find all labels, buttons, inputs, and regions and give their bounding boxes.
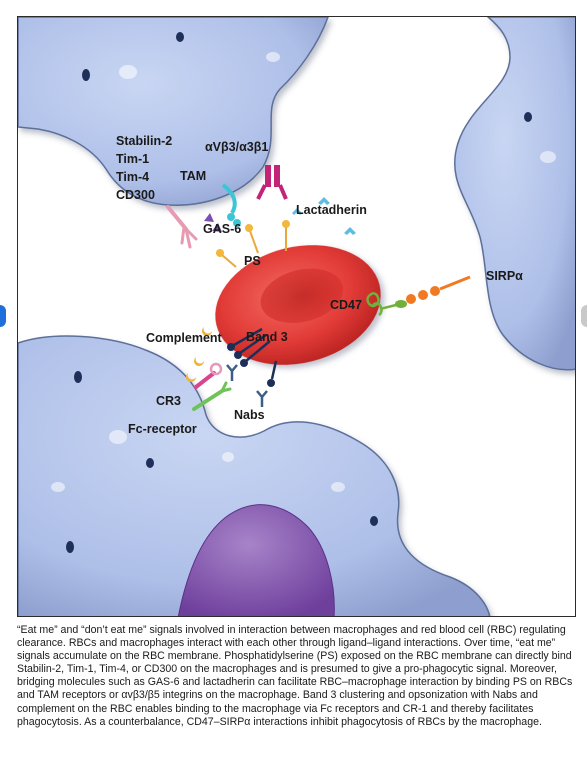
gas6-molecules [204,213,222,232]
macrophage-bottom [18,335,491,616]
label-cr3: CR3 [156,394,181,408]
nabs-antibodies [226,364,268,407]
cr3-receptor [194,362,223,389]
band3-cluster [233,327,278,380]
nucleus [177,504,335,616]
label-tim1: Tim-1 [116,152,149,166]
diagram-illustration: Stabilin-2 Tim-1 Tim-4 CD300 αVβ3/α3β1 T… [18,17,575,616]
figure-caption: “Eat me” and “don’t eat me” signals invo… [17,624,573,728]
label-ps: PS [244,254,261,268]
diagram-frame: Stabilin-2 Tim-1 Tim-4 CD300 αVβ3/α3β1 T… [17,16,576,617]
label-stabilin: Stabilin-2 [116,134,172,148]
label-fc-receptor: Fc-receptor [128,422,197,436]
highlights [51,52,556,492]
ps-heads [216,220,290,257]
label-band3: Band 3 [246,330,288,344]
macrophage-top-right [453,17,575,371]
organelles [66,32,532,553]
label-complement: Complement [146,331,223,345]
complement-molecules [186,327,212,383]
integrin-receptor [256,165,288,200]
label-nabs: Nabs [234,408,265,422]
label-lactadherin: Lactadherin [296,203,367,217]
label-sirpa: SIRPα [486,269,523,283]
cd47-sirpa [366,275,471,317]
label-tim4: Tim-4 [116,170,149,184]
previous-nav-button[interactable] [0,305,6,327]
fc-receptor [192,381,232,411]
lactadherin-molecules [292,197,356,235]
label-cd300: CD300 [116,188,155,202]
ps-molecules [221,227,287,268]
macrophage-top-left [18,17,329,206]
label-gas6: GAS-6 [203,222,241,236]
stabilin-receptor [166,205,198,249]
tam-receptor [221,183,241,227]
label-tam: TAM [180,169,206,183]
next-nav-button[interactable] [581,305,587,327]
label-integrin: αVβ3/α3β1 [205,140,268,154]
red-blood-cell [215,245,381,365]
band3-heads [227,343,275,387]
label-cd47: CD47 [330,298,362,312]
